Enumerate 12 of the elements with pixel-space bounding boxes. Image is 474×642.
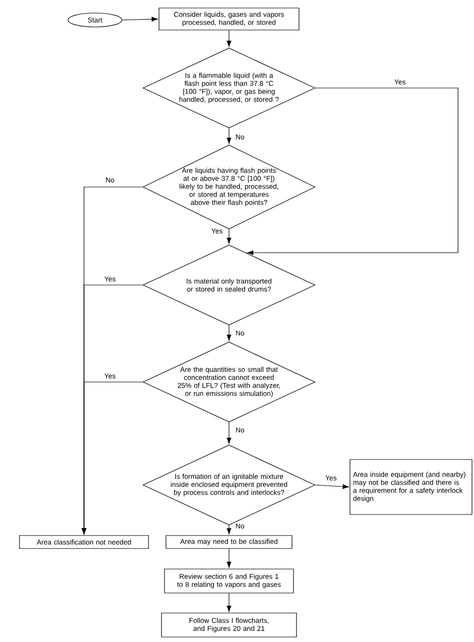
arrow [247,88,458,256]
arrow [122,16,158,22]
arrow [226,548,232,568]
arrow [226,422,232,444]
arrow [226,593,232,612]
arrow [82,382,143,534]
arrow [226,325,232,341]
arrow [226,229,232,244]
arrow [315,484,349,489]
arrow [226,30,232,47]
arrow [226,525,232,534]
arrow [226,128,232,144]
